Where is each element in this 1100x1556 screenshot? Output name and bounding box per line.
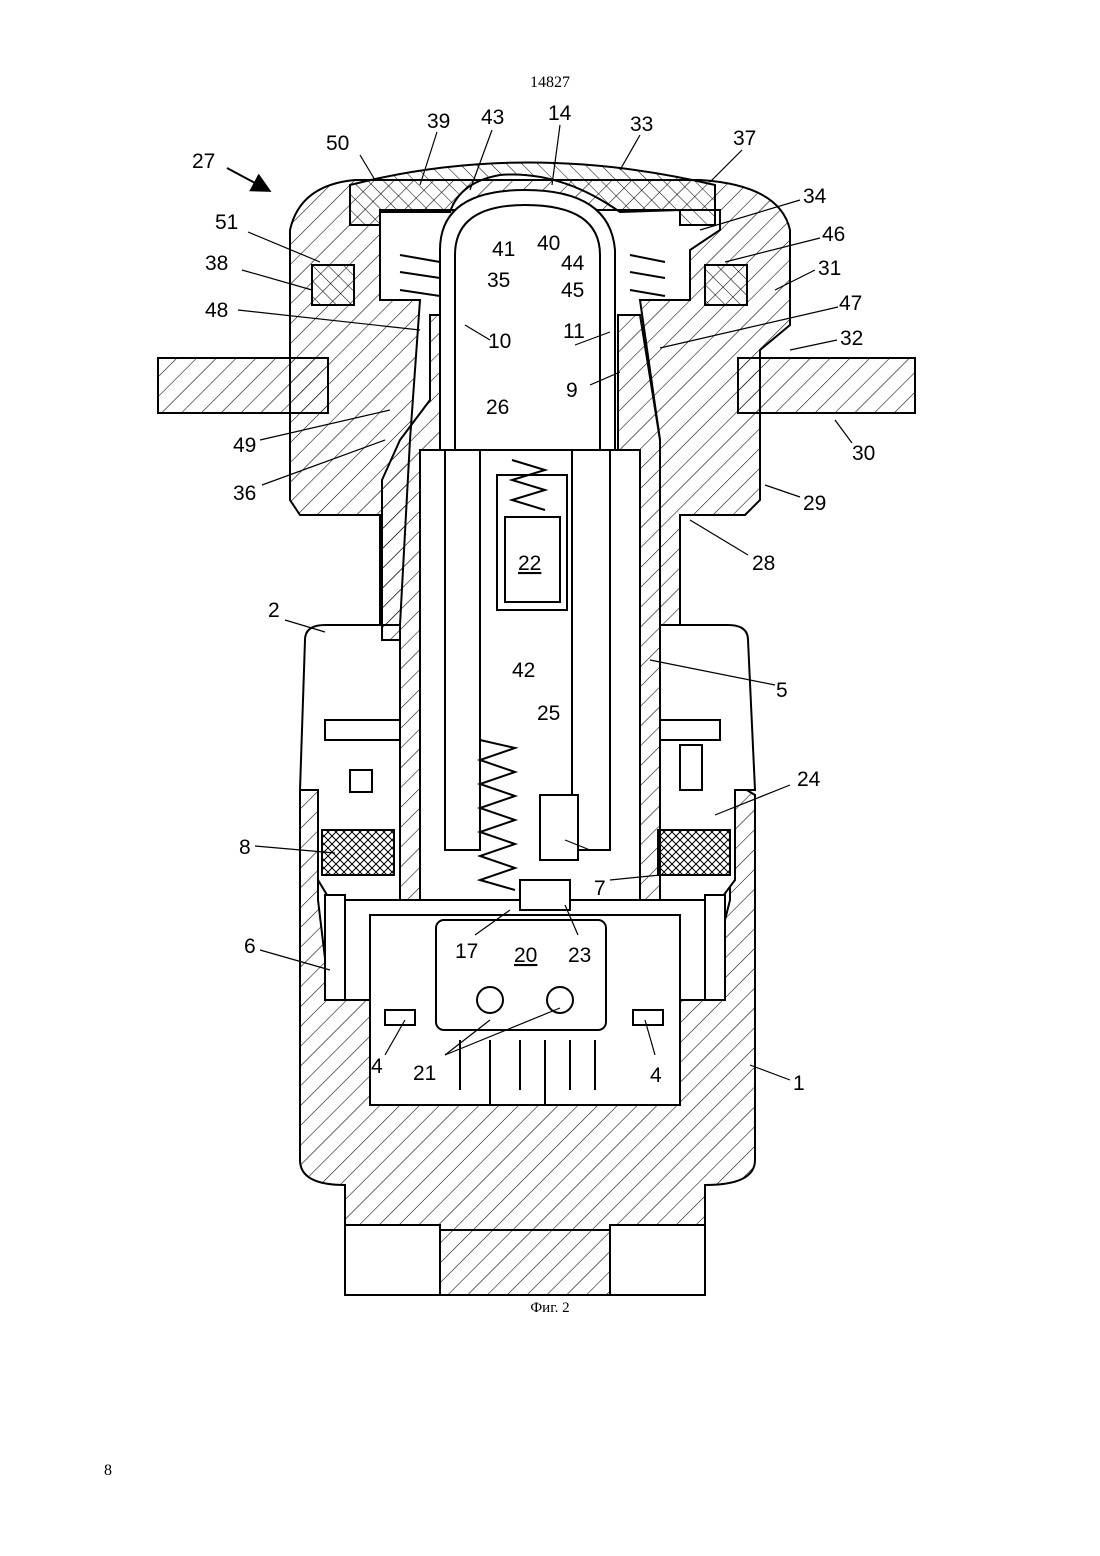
label-7: 7: [594, 877, 606, 900]
label-45: 45: [561, 279, 584, 302]
label-9: 9: [566, 379, 578, 402]
label-38: 38: [205, 252, 228, 275]
armature-22: [497, 475, 567, 610]
label-28: 28: [752, 552, 775, 575]
page-number: 8: [104, 1462, 112, 1480]
label-2: 2: [268, 599, 280, 622]
label-30: 30: [852, 442, 875, 465]
label-43: 43: [481, 106, 504, 129]
label-22: 22: [518, 552, 541, 575]
label-33: 33: [630, 113, 653, 136]
label-44: 44: [561, 252, 585, 275]
label-4-right: 4: [650, 1064, 662, 1087]
label-37: 37: [733, 127, 756, 150]
label-47: 47: [839, 292, 862, 315]
label-4-left: 4: [371, 1055, 383, 1078]
label-32: 32: [840, 327, 863, 350]
label-50: 50: [326, 132, 349, 155]
label-27: 27: [192, 150, 215, 173]
label-6: 6: [244, 935, 256, 958]
label-24: 24: [797, 768, 821, 791]
label-14: 14: [548, 102, 572, 125]
figure-caption: Фиг. 2: [0, 1300, 1100, 1317]
label-20: 20: [514, 944, 537, 967]
label-17: 17: [455, 940, 478, 963]
label-31: 31: [818, 257, 841, 280]
label-29: 29: [803, 492, 826, 515]
label-11: 11: [563, 320, 585, 343]
label-1: 1: [793, 1072, 805, 1095]
label-46: 46: [822, 223, 845, 246]
label-40: 40: [537, 232, 560, 255]
label-25: 25: [537, 702, 560, 725]
label-41: 41: [492, 238, 515, 261]
label-26: 26: [486, 396, 509, 419]
label-10: 10: [488, 330, 511, 353]
label-35: 35: [487, 269, 510, 292]
direction-arrow: [227, 168, 268, 190]
label-8: 8: [239, 836, 251, 859]
label-5: 5: [776, 679, 788, 702]
label-23: 23: [568, 944, 591, 967]
label-42-left: 42: [512, 659, 535, 682]
label-51: 51: [215, 211, 238, 234]
label-36: 36: [233, 482, 256, 505]
label-49: 49: [233, 434, 256, 457]
label-34: 34: [803, 185, 827, 208]
label-21: 21: [413, 1062, 436, 1085]
label-39: 39: [427, 110, 450, 133]
label-48: 48: [205, 299, 228, 322]
